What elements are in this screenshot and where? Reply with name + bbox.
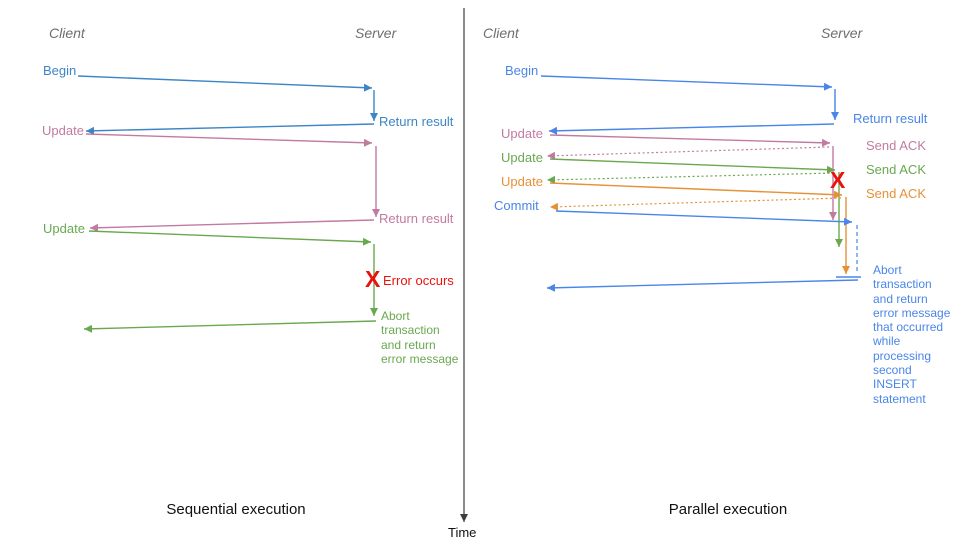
left-pink-update-lines [85, 133, 380, 232]
left-return-result-1-label: Return result [379, 114, 454, 129]
right-update-3-label: Update [501, 174, 543, 189]
left-client-header: Client [49, 25, 85, 41]
left-return-result-2-label: Return result [379, 211, 454, 226]
right-update-1-label: Update [501, 126, 543, 141]
right-pink-update-lines [546, 134, 837, 220]
left-error-occurs-label: Error occurs [383, 273, 454, 288]
left-blue-transaction-lines [77, 75, 378, 135]
right-green-update-lines [546, 158, 843, 247]
right-send-ack-2-label: Send ACK [866, 162, 926, 177]
right-blue-begin-lines [540, 75, 839, 135]
right-update3-request-arrow [549, 182, 843, 199]
right-caption-parallel-execution: Parallel execution [668, 501, 788, 518]
left-green-update-lines [83, 230, 378, 333]
left-caption-sequential-execution: Sequential execution [166, 501, 306, 518]
left-update1-request-arrow [85, 133, 373, 147]
right-update1-request-arrow [549, 134, 831, 147]
right-ack1-dotted-arrow [546, 146, 830, 160]
left-update1-return-arrow [89, 219, 375, 232]
left-update-1-label: Update [42, 123, 84, 138]
left-update2-request-arrow [88, 230, 372, 246]
left-abort-message: Abort transaction and return error messa… [381, 309, 459, 366]
right-blue-commit-lines [546, 210, 861, 292]
right-ack2-dotted-arrow [546, 172, 835, 184]
right-send-ack-1-label: Send ACK [866, 138, 926, 153]
time-axis-label: Time [448, 525, 477, 540]
right-return-result-label: Return result [853, 111, 928, 126]
left-begin-request-arrow [77, 75, 373, 92]
right-update-2-label: Update [501, 150, 543, 165]
left-error-x-mark: X [365, 266, 381, 292]
left-server-header: Server [355, 25, 397, 41]
left-abort-return-arrow [83, 320, 377, 333]
right-begin-label: Begin [505, 63, 539, 78]
right-commit-request-arrow [555, 210, 853, 226]
left-begin-return-arrow [85, 123, 375, 135]
left-begin-label: Begin [43, 63, 77, 78]
left-update-2-label: Update [43, 221, 85, 236]
right-send-ack-3-label: Send ACK [866, 186, 926, 201]
right-abort-message: Abort transaction and return error messa… [873, 263, 951, 406]
right-client-header: Client [483, 25, 519, 41]
right-abort-return-arrow [546, 279, 859, 292]
right-ack3-dotted-arrow [549, 197, 842, 211]
right-server-header: Server [821, 25, 863, 41]
right-update2-request-arrow [549, 158, 836, 174]
right-commit-label: Commit [494, 198, 539, 213]
right-begin-request-arrow [540, 75, 833, 91]
right-error-x-mark: X [830, 167, 846, 193]
right-begin-return-arrow [548, 123, 835, 135]
right-orange-update-lines [549, 182, 850, 274]
